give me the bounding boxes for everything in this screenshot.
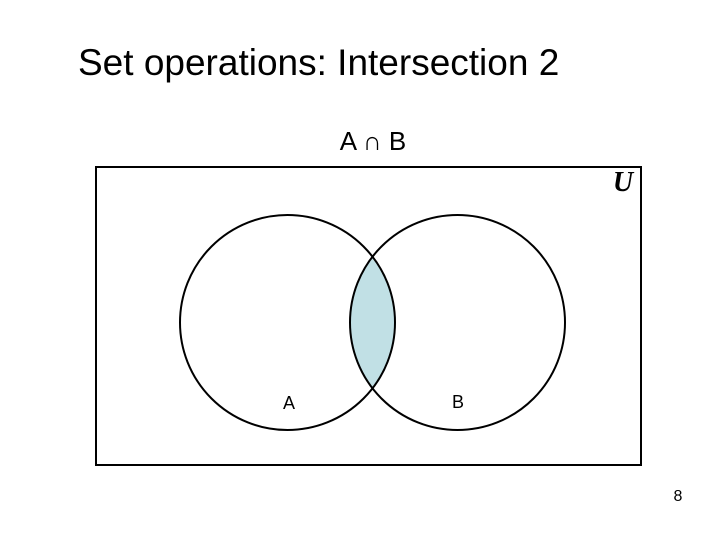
venn-diagram: [179, 214, 566, 431]
intersection-expression-label: A ∩ B: [339, 126, 407, 156]
set-b-circle: [349, 214, 566, 431]
page-number: 8: [673, 488, 683, 505]
universal-set-label: U: [612, 167, 634, 198]
set-a-label: A: [282, 393, 295, 413]
slide-title: Set operations: Intersection 2: [78, 42, 560, 83]
set-a-circle: [179, 214, 396, 431]
set-b-label: B: [451, 392, 464, 412]
